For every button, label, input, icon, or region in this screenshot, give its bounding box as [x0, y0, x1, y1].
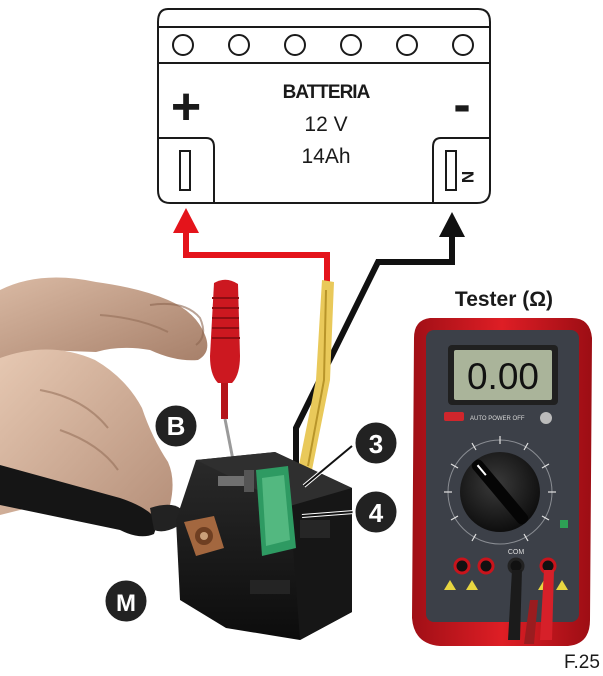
starter-relay [176, 452, 352, 640]
negative-terminal [432, 137, 490, 203]
tester-display-value: 0.00 [467, 356, 539, 397]
black-test-plug [508, 570, 522, 640]
cell-cap [228, 34, 250, 56]
battery-voltage: 12 V [304, 113, 347, 136]
figure-code: F.25 [564, 652, 600, 673]
tester-title: Tester (Ω) [455, 288, 553, 311]
battery-capacity: 14Ah [301, 145, 350, 168]
callout-b: B [152, 402, 200, 450]
hold-icon [540, 412, 552, 424]
jack-10a [453, 557, 471, 575]
callout-3-label: 3 [369, 429, 383, 459]
cell-cap [340, 34, 362, 56]
red-connection [173, 208, 330, 320]
tester-lcd [454, 350, 552, 400]
battery-outline [157, 8, 491, 204]
positive-terminal-slot [179, 150, 191, 191]
black-connection [293, 212, 465, 520]
negative-terminal-mark: N [458, 171, 477, 183]
multimeter: 0.00 AUTO POWER OFF [412, 318, 592, 646]
callout-m-label: M [116, 590, 136, 617]
upper-hand [0, 277, 208, 361]
test-photo [0, 277, 352, 640]
rotary-dial-knob [460, 452, 540, 532]
positive-terminal [158, 137, 215, 203]
cell-cap [396, 34, 418, 56]
com-label: COM [508, 549, 525, 556]
battery-name: BATTERIA [283, 82, 371, 103]
relay-terminal-m [184, 516, 224, 556]
red-test-plug [540, 570, 554, 640]
jack-ma [477, 557, 495, 575]
battery-cell-caps [172, 34, 474, 56]
callout-b-label: B [167, 411, 186, 441]
cell-cap [172, 34, 194, 56]
warning-icon [444, 580, 456, 590]
red-probe [210, 279, 240, 461]
black-arrow-head [439, 212, 465, 237]
negative-terminal-slot [445, 150, 457, 191]
red-arrow-head [173, 208, 199, 233]
cell-cap [452, 34, 474, 56]
callout-3: 3 [302, 419, 400, 488]
warning-icon [556, 580, 568, 590]
warning-icon [466, 580, 478, 590]
callout-m: M [102, 577, 150, 625]
cell-cap [284, 34, 306, 56]
dial-scale [444, 436, 556, 545]
power-label: AUTO POWER OFF [470, 416, 525, 422]
battery: + - N BATTERIA 12 V 14Ah [157, 8, 491, 204]
temp-jack [560, 520, 568, 528]
minus-symbol: - [453, 76, 470, 134]
input-jacks [453, 557, 557, 575]
power-button [444, 412, 464, 421]
callout-4: 4 [301, 488, 400, 536]
callout-4-label: 4 [369, 498, 384, 528]
relay-terminal [218, 476, 244, 486]
plus-symbol: + [171, 78, 201, 136]
